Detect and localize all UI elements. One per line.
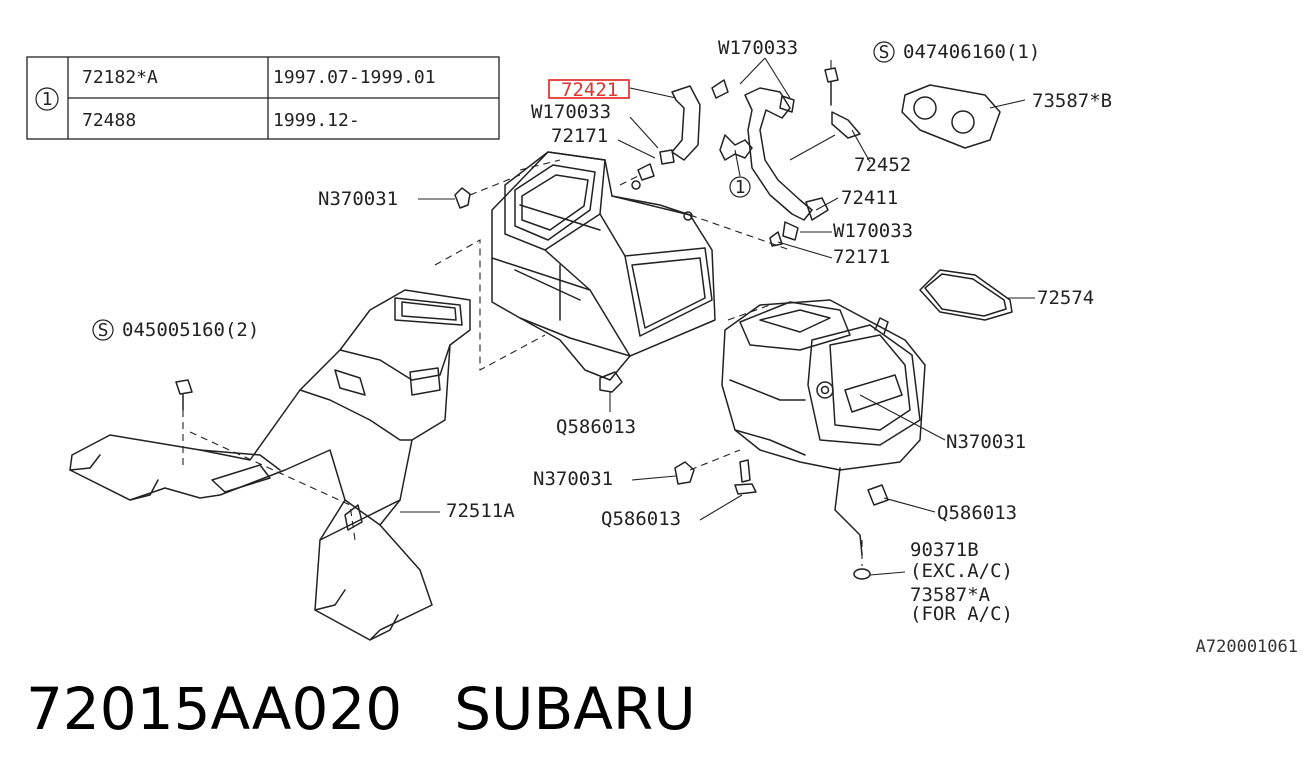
blower-case-drawing <box>491 151 716 381</box>
s-marker-top <box>873 41 895 63</box>
callout-q586013-b[interactable]: Q586013 <box>601 508 681 530</box>
callout-72171-right[interactable]: 72171 <box>833 246 890 268</box>
grommet-drawing <box>901 84 1001 149</box>
callout-n370031-c[interactable]: N370031 <box>533 468 613 490</box>
floor-duct-drawing <box>69 289 471 641</box>
diagram-code: A720001061 <box>1196 637 1298 657</box>
leader-lines <box>400 57 1035 576</box>
marker-mid: 1 <box>735 177 746 198</box>
highlight-box <box>548 79 630 99</box>
assembly-lines <box>182 159 863 566</box>
callout-72421[interactable]: 72421 <box>561 79 618 101</box>
table-row-2-dates: 1999.12- <box>273 110 360 131</box>
marker-mid-circle <box>729 176 751 198</box>
table-marker: 1 <box>42 89 53 110</box>
callout-w170033-right[interactable]: W170033 <box>833 220 913 242</box>
callout-n370031-b[interactable]: N370031 <box>946 431 1026 453</box>
callout-73587b[interactable]: 73587*B <box>1032 90 1112 112</box>
callouts: 72421 W170033 W170033 72171 S 047406160(… <box>92 37 1298 657</box>
callout-q586013-c[interactable]: Q586013 <box>937 502 1017 524</box>
callout-90371b[interactable]: 90371B <box>910 539 979 561</box>
callout-72411[interactable]: 72411 <box>841 187 898 209</box>
callout-for-ac: (FOR A/C) <box>910 603 1013 625</box>
filter-drawing <box>919 269 1013 321</box>
callout-72452[interactable]: 72452 <box>854 154 911 176</box>
s-marker-top-label: S <box>879 42 890 63</box>
callout-exc-ac: (EXC.A/C) <box>910 560 1013 582</box>
table-row-1-part: 72182*A <box>82 67 158 88</box>
callout-w170033-top[interactable]: W170033 <box>718 37 798 59</box>
footer-part-number: 72015AA020 <box>26 675 403 743</box>
s-marker-left <box>92 319 114 341</box>
heater-case-drawing <box>721 299 926 556</box>
table-marker-circle <box>35 87 59 111</box>
callout-72171-top[interactable]: 72171 <box>551 125 608 147</box>
footer-brand: SUBARU <box>454 675 696 743</box>
table-row-2-part: 72488 <box>82 110 136 131</box>
callout-047406160[interactable]: 047406160(1) <box>903 41 1040 63</box>
callout-045005160[interactable]: 045005160(2) <box>122 319 259 341</box>
callout-n370031-a[interactable]: N370031 <box>318 188 398 210</box>
callout-w170033-left[interactable]: W170033 <box>531 101 611 123</box>
table-row-1-dates: 1997.07-1999.01 <box>273 67 436 88</box>
callout-72574[interactable]: 72574 <box>1037 287 1094 309</box>
s-marker-left-label: S <box>98 320 109 341</box>
callout-73587a[interactable]: 73587*A <box>910 584 991 606</box>
callout-72511a[interactable]: 72511A <box>446 500 515 522</box>
parts-drawing <box>69 57 1035 641</box>
fasteners-drawing <box>175 67 889 580</box>
applicability-table: 1 72182*A 1997.07-1999.01 72488 1999.12- <box>26 56 500 140</box>
callout-q586013-a[interactable]: Q586013 <box>556 416 636 438</box>
